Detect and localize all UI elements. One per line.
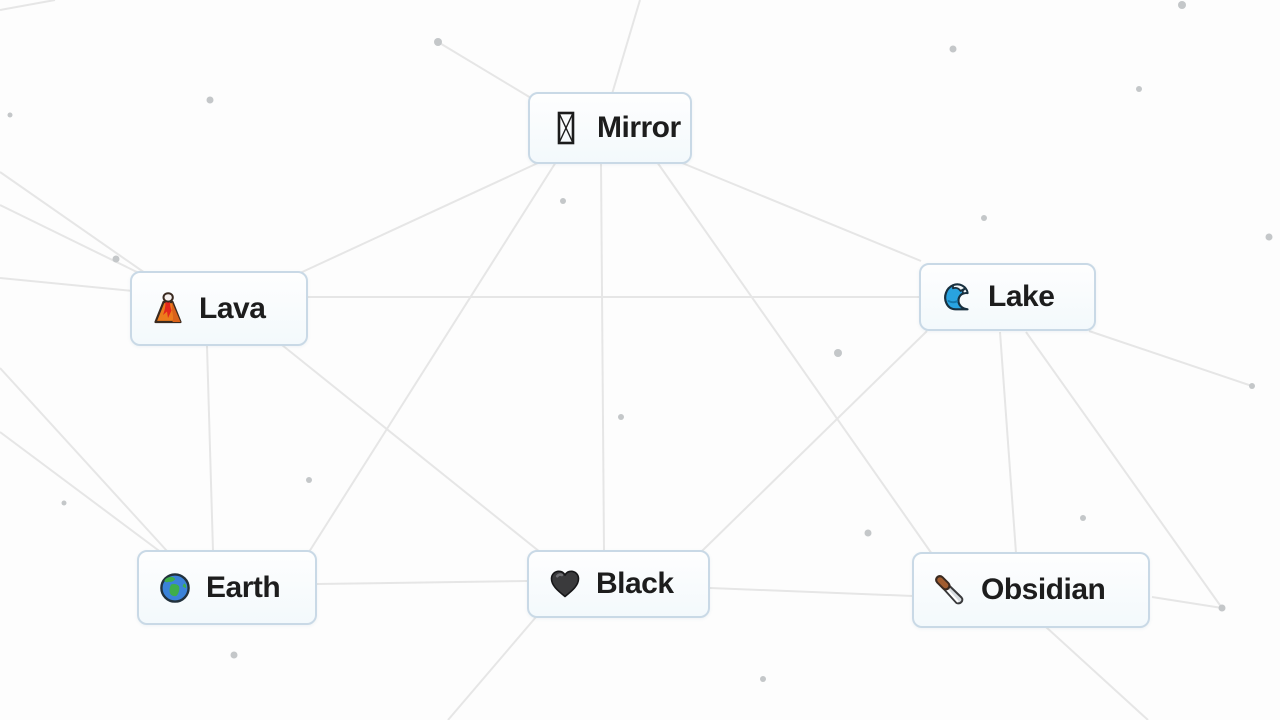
graph-dot: [949, 45, 957, 53]
element-tile-obsidian[interactable]: Obsidian: [912, 552, 1150, 628]
volcano-icon: [150, 291, 186, 327]
element-tile-label: Lava: [199, 291, 266, 325]
connection-line: [0, 367, 168, 552]
connection-line: [299, 161, 541, 274]
element-tile-earth[interactable]: Earth: [137, 550, 317, 625]
graph-dot: [981, 215, 987, 221]
graph-dot: [1178, 1, 1186, 9]
connection-line: [1025, 331, 1223, 609]
graph-dot: [112, 255, 120, 263]
element-tile-black[interactable]: Black: [527, 550, 710, 618]
connection-line: [656, 161, 933, 555]
graph-dot: [434, 38, 442, 46]
element-tile-label: Earth: [206, 570, 281, 604]
graph-dot: [618, 414, 624, 420]
connection-line: [0, 204, 146, 277]
graph-dot: [1136, 86, 1142, 92]
graph-dot: [864, 529, 872, 537]
element-tile-label: Obsidian: [981, 573, 1106, 606]
connection-line: [0, 431, 163, 554]
missing-glyph-icon: [548, 110, 584, 146]
graph-dot: [560, 198, 566, 204]
graph-dot: [760, 676, 766, 682]
connection-line: [206, 345, 214, 552]
black-heart-icon: [547, 566, 583, 602]
element-tile-label: Black: [596, 567, 674, 600]
wave-icon: [939, 279, 975, 315]
connection-line: [709, 587, 914, 597]
graph-dot: [206, 96, 214, 104]
graph-dot: [1218, 604, 1226, 612]
graph-dot: [1080, 515, 1086, 521]
connection-line: [0, 0, 56, 11]
connection-line: [1151, 596, 1223, 609]
element-tile-label: Lake: [988, 280, 1055, 313]
graph-dot: [230, 651, 238, 659]
connection-line: [669, 157, 922, 262]
graph-dot: [306, 477, 312, 483]
connection-line: [281, 344, 541, 553]
globe-icon: [157, 570, 193, 606]
element-tile-label: Mirror: [597, 111, 681, 144]
connection-line: [1045, 626, 1149, 720]
graph-dot: [834, 349, 842, 357]
graph-dot: [61, 500, 67, 506]
element-tile-mirror[interactable]: Mirror: [528, 92, 692, 164]
connection-line: [0, 277, 134, 292]
connection-line: [1088, 330, 1253, 387]
connection-line: [701, 330, 928, 552]
graph-dot: [1265, 233, 1273, 241]
connection-line: [437, 41, 537, 102]
connection-line: [308, 161, 557, 553]
graph-dot: [1249, 383, 1255, 389]
knife-icon: [932, 572, 968, 608]
connection-line: [999, 331, 1017, 554]
element-tile-lake[interactable]: Lake: [919, 263, 1096, 331]
connection-line: [447, 616, 537, 720]
connection-line: [316, 580, 529, 585]
connection-line: [600, 162, 605, 552]
graph-dot: [7, 112, 13, 118]
element-tile-lava[interactable]: Lava: [130, 271, 308, 346]
connection-line: [611, 0, 641, 95]
connection-line: [0, 171, 146, 274]
